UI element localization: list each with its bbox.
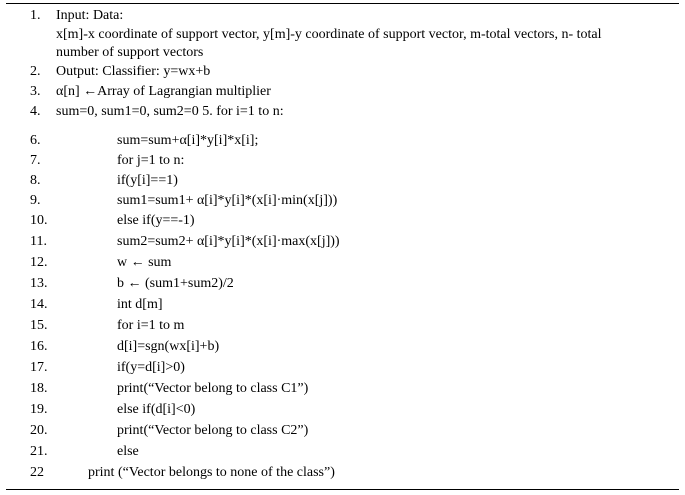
line-number: 18. bbox=[30, 381, 48, 396]
line-number: 22 bbox=[30, 465, 44, 480]
line-number: 14. bbox=[30, 297, 48, 312]
line-number: 12. bbox=[30, 255, 48, 270]
line-number: 17. bbox=[30, 360, 48, 375]
line-text: w ← sum bbox=[117, 255, 172, 270]
line-text: sum2=sum2+ α[i]*y[i]*(x[i]·max(x[j])) bbox=[117, 234, 340, 249]
line-text: for i=1 to m bbox=[117, 318, 185, 333]
line-number: 4. bbox=[30, 104, 41, 119]
line-text: d[i]=sgn(wx[i]+b) bbox=[117, 339, 220, 354]
line-number: 2. bbox=[30, 64, 41, 79]
line-number: 8. bbox=[30, 173, 41, 188]
line-number: 3. bbox=[30, 84, 41, 99]
line-number: 15. bbox=[30, 318, 48, 333]
line-text: else if(d[i]<0) bbox=[117, 402, 196, 417]
line-number: 1. bbox=[30, 8, 41, 23]
line-text: b ← (sum1+sum2)/2 bbox=[117, 276, 234, 291]
line-text: if(y=d[i]>0) bbox=[117, 360, 185, 375]
line-text: sum=sum+α[i]*y[i]*x[i]; bbox=[117, 133, 259, 148]
line-text: int d[m] bbox=[117, 297, 163, 312]
line-text: print (“Vector belongs to none of the cl… bbox=[88, 465, 335, 480]
line-number: 19. bbox=[30, 402, 48, 417]
bottom-rule bbox=[6, 489, 679, 490]
top-rule bbox=[6, 3, 679, 4]
line-number: 21. bbox=[30, 444, 48, 459]
line-number: 11. bbox=[30, 234, 47, 249]
line-text: print(“Vector belong to class C2”) bbox=[117, 423, 309, 438]
line-text: x[m]-x coordinate of support vector, y[m… bbox=[56, 27, 602, 42]
line-number: 6. bbox=[30, 133, 41, 148]
line-text: sum1=sum1+ α[i]*y[i]*(x[i]·min(x[j])) bbox=[117, 193, 338, 208]
line-text: for j=1 to n: bbox=[117, 153, 185, 168]
line-number: 9. bbox=[30, 193, 41, 208]
line-number: 20. bbox=[30, 423, 48, 438]
line-number: 13. bbox=[30, 276, 48, 291]
line-text: Input: Data: bbox=[56, 8, 124, 23]
line-text: if(y[i]==1) bbox=[117, 173, 178, 188]
line-number: 16. bbox=[30, 339, 48, 354]
line-number: 10. bbox=[30, 213, 48, 228]
line-number: 7. bbox=[30, 153, 41, 168]
line-text: print(“Vector belong to class C1”) bbox=[117, 381, 309, 396]
line-text: Output: Classifier: y=wx+b bbox=[56, 64, 211, 79]
line-text: else bbox=[117, 444, 139, 459]
line-text: sum=0, sum1=0, sum2=0 5. for i=1 to n: bbox=[56, 104, 284, 119]
line-text: else if(y==-1) bbox=[117, 213, 195, 228]
line-text: number of support vectors bbox=[56, 45, 204, 60]
line-text: α[n] ←Array of Lagrangian multiplier bbox=[56, 84, 271, 99]
